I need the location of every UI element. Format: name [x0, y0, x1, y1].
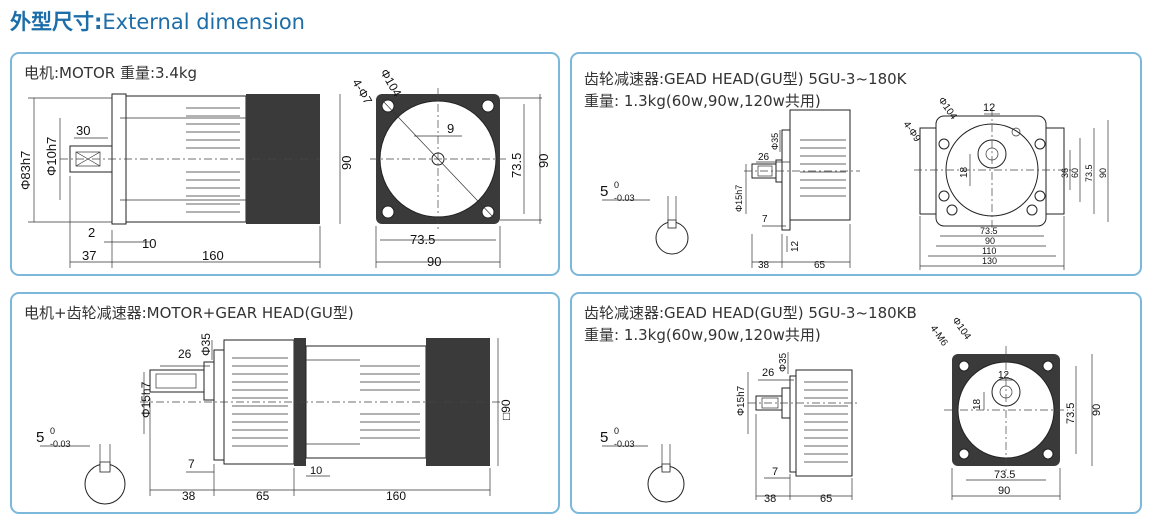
combo-dim-65: 65	[256, 489, 270, 503]
motor-dim-90-side: 90	[339, 156, 354, 170]
gkb-dim-26: 26	[762, 367, 774, 379]
key-detail-k	[602, 196, 689, 255]
gear-head-k-weight: 重量: 1.3kg(60w,90w,120w共用)	[584, 92, 821, 110]
motor-dim-30: 30	[76, 123, 90, 138]
gk-front-dim-90-h: 90	[985, 236, 995, 246]
motor-caption: 电机:MOTOR 重量:3.4kg	[24, 64, 198, 82]
gkb-front-dim-73-5-h: 73.5	[994, 469, 1015, 481]
gkb-front-dim-18: 18	[972, 398, 983, 410]
combo-side-view	[140, 338, 500, 496]
key-combo-tol-bot: -0.03	[50, 439, 71, 449]
gkb-front-holes: 4-M6	[928, 323, 950, 348]
gk-dim-26: 26	[758, 152, 770, 163]
gk-front-dim-60: 60	[1070, 168, 1080, 178]
motor-dim-shaft: Φ10h7	[44, 137, 59, 176]
key-detail-kb	[602, 444, 685, 503]
key-kb-tol-bot: -0.03	[614, 439, 635, 449]
combo-dim-7: 7	[188, 457, 195, 471]
gk-dim-65: 65	[814, 260, 826, 271]
motor-front-holes: 4-Φ7	[349, 77, 375, 108]
motor-dim-160: 160	[202, 248, 224, 263]
key-combo-tol-top: 0	[50, 426, 55, 436]
gear-head-k-caption: 齿轮减速器:GEAD HEAD(GU型) 5GU-3~180K	[584, 70, 907, 88]
key-combo-size: 5	[36, 429, 44, 446]
gk-dim-38: 38	[758, 260, 770, 271]
gkb-front-pcd: Φ104	[950, 315, 973, 342]
gkb-front-dim-12: 12	[998, 370, 1010, 381]
gear-head-k-side-view	[744, 109, 860, 268]
key-kb-size: 5	[600, 429, 608, 446]
key-k-size: 5	[600, 183, 608, 200]
gear-head-kb-weight: 重量: 1.3kg(60w,90w,120w共用)	[584, 326, 821, 344]
combo-dim-160: 160	[386, 489, 406, 503]
gear-head-kb-caption: 齿轮减速器:GEAD HEAD(GU型) 5GU-3~180KB	[584, 304, 917, 322]
combo-dim-sq90: □90	[499, 399, 513, 420]
gk-front-dim-18: 18	[959, 166, 970, 178]
motor-front-dim-90-v: 90	[536, 154, 551, 168]
motor-front-dim-73-5-v: 73.5	[509, 153, 524, 178]
gkb-front-dim-90-v: 90	[1091, 404, 1103, 416]
gear-head-kb-side-view	[747, 352, 860, 500]
combo-dim-26: 26	[178, 347, 192, 361]
panel-gear-head-k	[570, 52, 1142, 276]
combo-dim-35: Φ35	[199, 333, 213, 356]
gk-front-dim-73-5-h: 73.5	[980, 226, 998, 236]
motor-dim-2: 2	[88, 225, 95, 240]
motor-front-dim-90-h: 90	[427, 254, 441, 269]
gear-head-k-front-view	[914, 108, 1109, 270]
motor-front-dim-73-5-h: 73.5	[410, 232, 435, 247]
combo-dim-10: 10	[310, 465, 322, 477]
gk-dim-12: 12	[790, 240, 801, 252]
combo-dim-15: Φ15h7	[139, 381, 153, 418]
gkb-front-dim-90-h: 90	[998, 485, 1010, 497]
motor-dim-37: 37	[82, 248, 96, 263]
combo-caption: 电机+齿轮减速器:MOTOR+GEAR HEAD(GU型)	[24, 304, 354, 322]
gk-front-dim-110: 110	[982, 246, 996, 256]
gk-front-dim-36: 36	[1060, 168, 1070, 178]
motor-front-dim-9: 9	[447, 121, 454, 136]
motor-dim-pilot: Φ83h7	[18, 151, 33, 190]
key-k-tol-top: 0	[614, 180, 619, 190]
gk-front-holes: 4-Φ9	[901, 119, 923, 144]
motor-front-view	[370, 88, 542, 268]
gk-front-dim-73-5: 73.5	[1084, 164, 1094, 182]
gk-dim-15: Φ15h7	[734, 185, 744, 212]
gk-dim-7: 7	[762, 214, 768, 225]
motor-dim-10: 10	[142, 236, 156, 251]
page-title: 外型尺寸:External dimension	[10, 6, 305, 36]
gkb-dim-15: Φ15h7	[736, 385, 747, 416]
gkb-dim-38: 38	[764, 493, 776, 505]
key-kb-tol-top: 0	[614, 426, 619, 436]
gkb-dim-65: 65	[820, 493, 832, 505]
combo-dim-38: 38	[182, 489, 196, 503]
key-detail-combo	[40, 444, 126, 505]
gkb-front-dim-73-5-v: 73.5	[1065, 403, 1077, 424]
title-cn: 外型尺寸:	[10, 10, 103, 34]
gk-dim-35: Φ35	[770, 133, 780, 150]
title-en: External dimension	[102, 10, 305, 34]
gkb-dim-7: 7	[772, 466, 778, 478]
gk-front-dim-130: 130	[982, 256, 997, 266]
gk-front-dim-90: 90	[1098, 168, 1108, 178]
motor-side-view	[28, 93, 341, 268]
gear-head-kb-front-view	[944, 346, 1093, 500]
gkb-dim-35: Φ35	[778, 352, 789, 372]
key-k-tol-bot: -0.03	[614, 193, 635, 203]
gk-front-dim-12: 12	[983, 102, 995, 114]
